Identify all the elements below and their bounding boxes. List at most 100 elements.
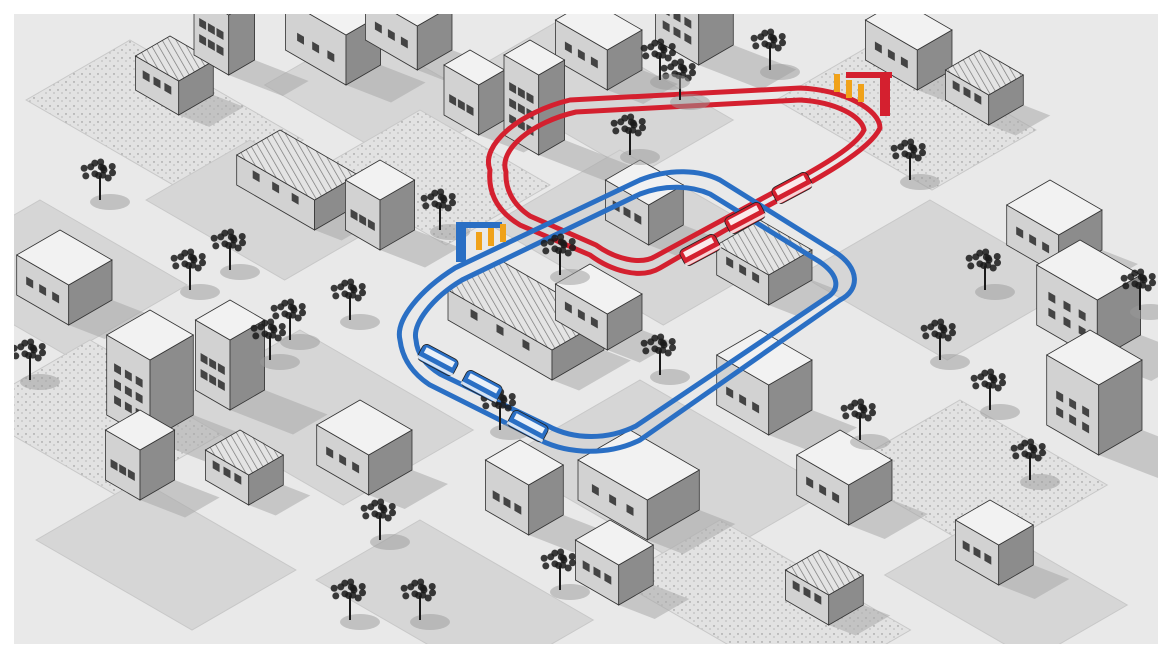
- window: [135, 391, 143, 404]
- building-shadow: [618, 585, 690, 619]
- window: [973, 546, 981, 559]
- window: [297, 32, 304, 45]
- tree: [890, 138, 940, 190]
- blue-tram: [460, 370, 503, 403]
- window: [119, 464, 127, 476]
- window: [1078, 309, 1086, 322]
- building: [194, 299, 266, 411]
- building: [715, 329, 813, 436]
- window: [153, 76, 161, 89]
- building: [944, 49, 1025, 126]
- window: [26, 276, 34, 289]
- window: [1029, 234, 1037, 246]
- building: [1035, 239, 1142, 361]
- window: [291, 192, 299, 205]
- building: [554, 14, 643, 91]
- window: [352, 461, 360, 474]
- window: [673, 26, 681, 39]
- window: [350, 209, 358, 221]
- building: [443, 49, 506, 136]
- window: [874, 41, 882, 54]
- tree: [80, 158, 130, 210]
- building-shadow: [988, 105, 1051, 136]
- window: [752, 271, 760, 284]
- blue-tram-line: [396, 169, 857, 454]
- window: [212, 460, 220, 473]
- building: [715, 219, 813, 306]
- window: [1056, 390, 1064, 403]
- building: [574, 519, 655, 606]
- window: [1069, 398, 1077, 410]
- building: [104, 409, 176, 501]
- window: [457, 99, 465, 111]
- window: [124, 385, 132, 398]
- window: [207, 39, 215, 51]
- tree: [840, 398, 890, 450]
- building: [503, 39, 566, 156]
- tree: [270, 298, 320, 350]
- tree: [14, 338, 60, 390]
- building-shadow: [848, 500, 928, 539]
- window: [216, 28, 224, 40]
- building-shadow: [768, 410, 857, 453]
- window: [216, 44, 224, 56]
- building-shadow: [368, 470, 448, 509]
- window: [234, 472, 242, 485]
- window: [634, 212, 642, 225]
- building-shadow: [998, 565, 1070, 599]
- window: [900, 56, 908, 69]
- tree: [210, 228, 260, 280]
- window: [135, 375, 143, 388]
- window: [114, 363, 121, 376]
- window: [564, 301, 572, 314]
- window: [626, 504, 634, 516]
- window: [1069, 414, 1077, 426]
- city-block: [35, 479, 297, 631]
- window: [819, 484, 827, 496]
- window: [792, 580, 800, 593]
- window: [199, 34, 207, 46]
- window: [814, 592, 822, 605]
- window: [209, 358, 217, 370]
- buildings: [15, 14, 1143, 626]
- building-shadow: [768, 280, 839, 316]
- tree: [360, 498, 410, 550]
- tree: [920, 318, 970, 370]
- building: [484, 439, 565, 536]
- window: [492, 490, 500, 503]
- window: [984, 552, 992, 565]
- window: [509, 82, 517, 94]
- window: [1016, 226, 1024, 239]
- window: [526, 92, 534, 104]
- window: [577, 309, 585, 321]
- building-shadow: [828, 605, 891, 636]
- building: [364, 14, 453, 71]
- window: [517, 103, 525, 115]
- window: [1048, 291, 1056, 304]
- building: [655, 14, 734, 66]
- blue-tram-stop: [456, 222, 506, 262]
- window: [591, 484, 599, 496]
- window: [739, 264, 747, 276]
- window: [665, 14, 670, 17]
- window: [684, 16, 692, 29]
- building: [864, 14, 953, 91]
- window: [514, 502, 522, 515]
- window: [339, 454, 347, 466]
- building: [795, 429, 893, 526]
- window: [806, 476, 814, 489]
- tree: [540, 548, 590, 600]
- window: [684, 32, 692, 45]
- window: [124, 401, 132, 414]
- building: [315, 399, 413, 496]
- building-shadow: [647, 510, 736, 554]
- tree: [640, 38, 690, 90]
- window: [522, 339, 530, 351]
- building-shadow: [248, 485, 311, 516]
- building: [954, 499, 1035, 586]
- window: [673, 14, 681, 23]
- window: [124, 369, 132, 382]
- window: [209, 374, 217, 386]
- window: [962, 540, 970, 553]
